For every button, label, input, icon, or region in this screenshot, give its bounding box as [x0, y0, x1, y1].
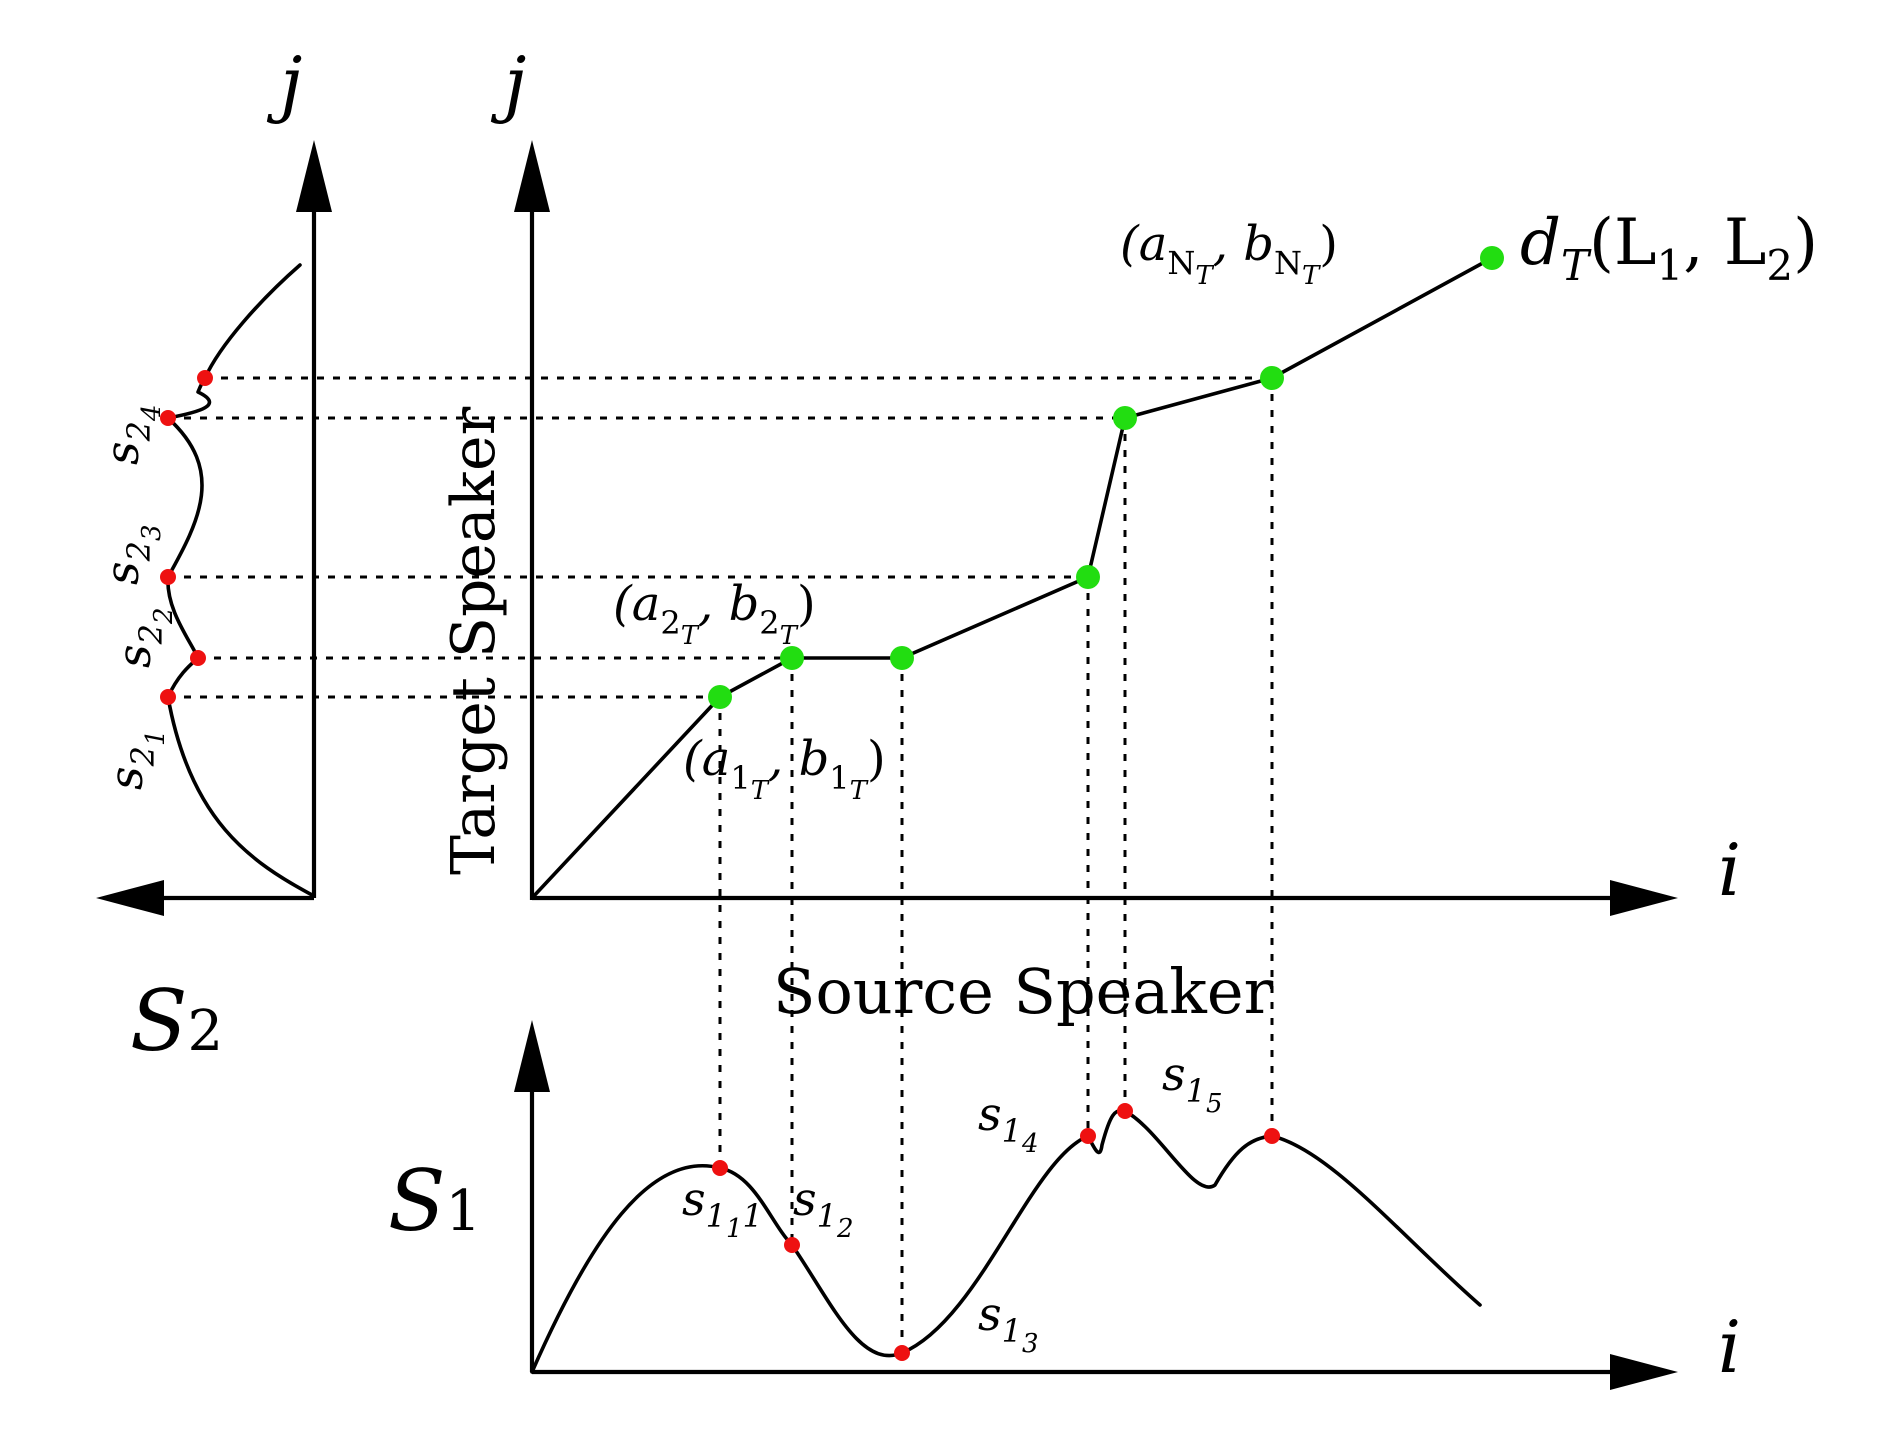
s1-segment-label-3: s13	[978, 1287, 1039, 1359]
s1-segment-points	[712, 1103, 1280, 1361]
warp-point-4	[1076, 565, 1100, 589]
s2-horizontal-arrowhead	[96, 880, 164, 916]
s1-horizontal-arrowhead	[1610, 1354, 1678, 1390]
s1-point-3	[894, 1345, 910, 1361]
main-y-arrowhead	[514, 140, 550, 212]
main-plot: j i Target Speaker Source Speaker	[168, 41, 1818, 1353]
s2-segment-label-2: s22	[107, 607, 179, 668]
s2-vertical-arrowhead	[296, 140, 332, 212]
warping-path-label: dT(L1, L2)	[1520, 206, 1818, 290]
s1-vertical-arrowhead	[514, 1020, 550, 1092]
s2-point-2	[190, 650, 206, 666]
s2-y-axis-label: j	[266, 41, 302, 125]
main-y-axis-label: j	[490, 41, 526, 125]
s1-point-5	[1117, 1103, 1133, 1119]
s1-point-2	[784, 1237, 800, 1253]
s2-point-3	[160, 569, 176, 585]
point-label-n: (aNT, bNT)	[1120, 216, 1338, 291]
s1-plot: i S1 s111 s12 s13 s14 s15	[388, 1020, 1741, 1390]
s1-point-1	[712, 1160, 728, 1176]
s1-signal-label: S1	[388, 1152, 481, 1250]
s1-segment-label-1: s111	[682, 1172, 763, 1244]
s1-segment-label-2: s12	[793, 1172, 854, 1244]
point-label-1: (a1T, b1T)	[683, 731, 886, 806]
main-x-axis-label: i	[1718, 828, 1741, 912]
warp-point-5	[1113, 406, 1137, 430]
s2-segment-points	[160, 370, 213, 705]
s2-point-5	[197, 370, 213, 386]
warp-point-3	[890, 646, 914, 670]
s1-point-6	[1264, 1128, 1280, 1144]
s2-curve	[166, 263, 316, 898]
warp-point-6	[1260, 366, 1284, 390]
s1-point-4	[1080, 1128, 1096, 1144]
s2-point-4	[160, 410, 176, 426]
main-x-arrowhead	[1610, 880, 1678, 916]
s2-segment-label-1: s21	[99, 729, 171, 790]
s1-x-axis-label: i	[1718, 1305, 1741, 1389]
s2-point-1	[160, 689, 176, 705]
warping-path-line	[530, 256, 1494, 900]
s1-segment-label-4: s14	[978, 1087, 1039, 1159]
warp-point-2	[780, 646, 804, 670]
warp-point-1	[708, 685, 732, 709]
target-speaker-title: Target Speaker	[439, 406, 509, 875]
s1-segment-label-5: s15	[1162, 1047, 1223, 1119]
warp-point-end	[1480, 246, 1504, 270]
point-label-2: (a2T, b2T)	[613, 576, 816, 651]
s2-plot: j S2 s21 s22 s23 s24	[95, 41, 332, 1070]
s2-segment-label-3: s23	[95, 524, 167, 585]
warping-path-points	[708, 246, 1504, 709]
source-speaker-title: Source Speaker	[773, 955, 1274, 1028]
s2-signal-label: S2	[130, 972, 223, 1070]
s2-segment-label-4: s24	[95, 404, 167, 465]
